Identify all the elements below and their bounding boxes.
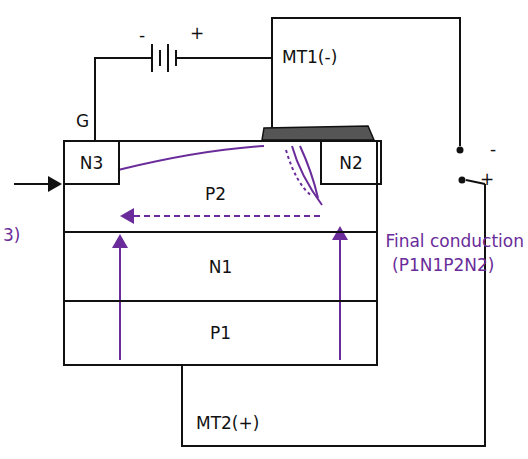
terminal-dot [457,147,464,154]
annotation: (P1N1P2N2) [392,256,494,275]
annotation: 3) [3,226,20,245]
n2-region: N2 [320,140,382,185]
layer-name: P2 [205,184,226,204]
layer-name: N2 [339,153,363,173]
metal-contact [262,126,374,140]
polarity-sign: + [190,24,204,43]
gate-name: G [76,112,89,131]
polarity-sign: + [480,170,494,189]
terminal-dot [459,177,466,184]
layer-name: P1 [210,323,231,343]
gate-circuit [95,44,272,140]
polarity-sign: - [139,26,145,45]
pointer-arrow [14,183,60,185]
current-arrows [118,146,340,360]
p2-layer: P2 N3 N2 [63,140,378,233]
layer-name: N3 [80,153,104,173]
n3-region: N3 [63,140,120,185]
terminal-name: MT1(-) [282,48,337,67]
annotation: Final conduction [385,232,524,251]
mt2-wire [182,180,485,446]
p1-layer: P1 [63,300,378,366]
n1-layer: N1 [63,231,378,302]
terminal-name: MT2(+) [196,414,259,433]
layer-name: N1 [209,257,233,277]
polarity-sign: - [490,140,496,159]
